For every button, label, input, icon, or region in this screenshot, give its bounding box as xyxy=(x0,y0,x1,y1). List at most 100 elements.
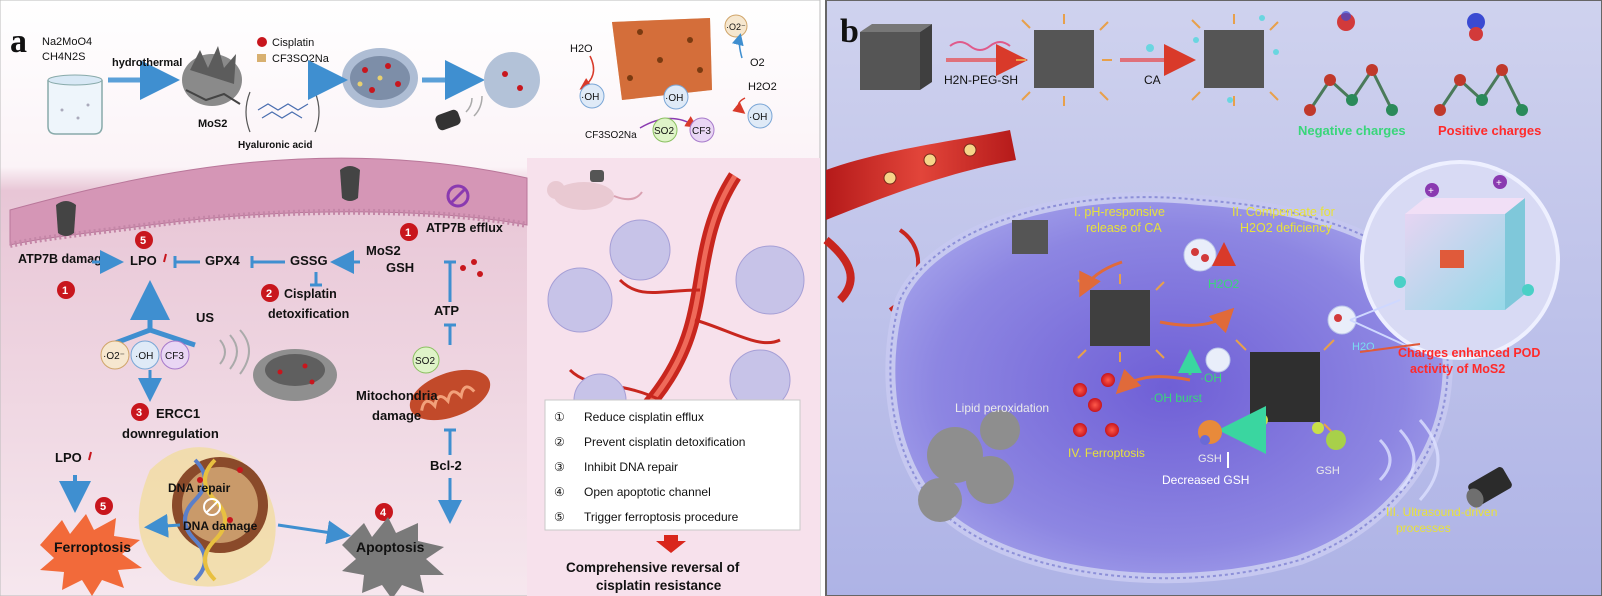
mitochondria-icon xyxy=(409,369,491,421)
plus-charge-1: + xyxy=(1428,186,1434,197)
beaker-icon xyxy=(47,74,103,135)
h2o2-bubble xyxy=(1183,238,1217,272)
step-badge-4 xyxy=(375,503,393,521)
membrane-channel-icon xyxy=(340,166,360,201)
lpo-label: LPO xyxy=(130,253,157,268)
list-item-4: Open apoptotic channel xyxy=(584,485,711,499)
mos2-nanoparticle-cell-icon xyxy=(253,349,337,401)
step-badge-5a xyxy=(135,231,153,249)
mouse-icon xyxy=(547,170,643,210)
down-arrow-icon xyxy=(656,535,686,553)
h2o-label: H2O xyxy=(570,43,593,55)
mos2-nanosheet-icon xyxy=(612,18,712,100)
lipid-cluster xyxy=(918,410,1020,522)
o2-label: O2 xyxy=(750,57,765,69)
ferroptosis-particles xyxy=(1073,373,1119,437)
superoxide-label: ·O2⁻ xyxy=(726,22,746,32)
ferroptosis-burst xyxy=(40,514,142,596)
dna-damage-label: DNA damage xyxy=(183,519,258,533)
negative-charges-label: Negative charges xyxy=(1298,123,1406,138)
radical-cf3: CF3 xyxy=(165,351,184,362)
cf3so2na-square xyxy=(257,54,266,62)
cisplatin-dot xyxy=(257,37,267,47)
apoptosis-burst xyxy=(342,517,444,596)
list-num-5: ⑤ xyxy=(554,510,565,524)
ultrasound-transducer-icon xyxy=(435,52,540,131)
mos2-cube-icon xyxy=(860,24,932,90)
h2o2-b-label: H2O2 xyxy=(1208,277,1240,291)
ultrasound-line-1: III. Ultrasound-driven xyxy=(1386,505,1497,519)
pegylated-cube-icon xyxy=(1016,14,1112,106)
ultrasound-waves-icon xyxy=(219,329,250,375)
hyaluronic-acid-structure xyxy=(257,103,309,119)
ca-loaded-cube-icon xyxy=(1191,14,1279,106)
gssg-label: GSSG xyxy=(290,253,328,268)
charges-pod-line-1: Charges enhanced POD xyxy=(1398,346,1540,360)
legend-cisplatin: Cisplatin xyxy=(272,37,314,49)
gpx4-label: GPX4 xyxy=(205,253,240,268)
step-badge-5b xyxy=(95,497,113,515)
mos2-active-cube-icon xyxy=(1235,339,1335,435)
ferroptosis-b-label: IV. Ferroptosis xyxy=(1068,446,1145,460)
step-badge-2 xyxy=(261,284,279,302)
oh-radical-1: ·OH xyxy=(581,92,599,103)
step-badge-2-num: 2 xyxy=(266,288,272,300)
mos2-label: MoS2 xyxy=(198,118,227,130)
membrane-channel-icon xyxy=(56,201,76,236)
mechanism-list xyxy=(544,399,801,531)
reagent-ch4n2s: CH4N2S xyxy=(42,51,85,63)
ca-label: CA xyxy=(1144,73,1161,87)
bcl2-label: Bcl-2 xyxy=(430,458,462,473)
mos2-gsh-label: MoS2 xyxy=(366,243,401,258)
oh-b-label: ·OH xyxy=(1200,371,1222,385)
step-badge-5b-num: 5 xyxy=(100,501,106,513)
us-label: US xyxy=(196,310,214,325)
plus-charge-2: + xyxy=(1496,178,1502,189)
hyaluronic-acid-label: Hyaluronic acid xyxy=(238,140,312,151)
list-num-4: ④ xyxy=(554,485,565,499)
inhibit-icon xyxy=(446,184,470,208)
oh-burst-label: ·OH burst xyxy=(1150,391,1203,405)
panel-a-letter: a xyxy=(10,23,27,60)
compensate-line-1: II. Compensate for xyxy=(1232,205,1335,219)
hydrothermal-label: hydrothermal xyxy=(112,57,182,69)
compensate-line-2: H2O2 deficiency xyxy=(1240,221,1332,235)
decreased-gsh-label: Decreased GSH xyxy=(1162,473,1249,487)
step-badge-1b-num: 1 xyxy=(405,227,411,239)
step-badge-3 xyxy=(131,403,149,421)
charged-cube-icon xyxy=(1405,198,1525,310)
atp7b-damage-label-line: ATP7B damage xyxy=(18,252,109,266)
radical-oh: ·OH xyxy=(135,351,153,362)
so2-mito: SO2 xyxy=(415,356,435,367)
apoptosis-label: Apoptosis xyxy=(356,539,425,555)
list-num-3: ③ xyxy=(554,460,565,474)
so2-product: SO2 xyxy=(654,126,674,137)
list-num-1: ① xyxy=(554,410,565,424)
panel-b: b H2N-PEG-SH CA xyxy=(823,0,1602,596)
ferroptosis-label: Ferroptosis xyxy=(54,539,131,555)
ca-cube-in-cell-icon xyxy=(1077,274,1165,362)
reagent-na2moo4: Na2MoO4 xyxy=(42,36,92,48)
conclusion-line-2: cisplatin resistance xyxy=(596,578,722,593)
gsh-label: GSH xyxy=(386,260,414,275)
atp-label: ATP xyxy=(434,303,459,318)
list-item-2: Prevent cisplatin detoxification xyxy=(584,435,745,449)
conclusion-line-1: Comprehensive reversal of xyxy=(566,560,740,575)
list-num-2: ② xyxy=(554,435,565,449)
list-item-1: Reduce cisplatin efflux xyxy=(584,410,704,424)
radical-o2: ·O2⁻ xyxy=(103,351,125,362)
ultrasound-waves-b-icon xyxy=(1378,418,1440,502)
mos2-cluster-icon xyxy=(182,46,242,106)
peg-label: H2N-PEG-SH xyxy=(944,73,1018,87)
lipid-peroxidation-label: Lipid peroxidation xyxy=(955,401,1049,415)
ph-responsive-line-2: release of CA xyxy=(1086,221,1162,235)
list-item-5: Trigger ferroptosis procedure xyxy=(584,510,739,524)
dna-repair-label: DNA repair xyxy=(168,481,231,495)
cf3so2na-reactant: CF3SO2Na xyxy=(585,130,637,141)
lpo-label-2: LPO xyxy=(55,450,82,465)
ultrasound-line-2: processes xyxy=(1396,521,1451,535)
small-cube-icon xyxy=(1012,220,1048,254)
